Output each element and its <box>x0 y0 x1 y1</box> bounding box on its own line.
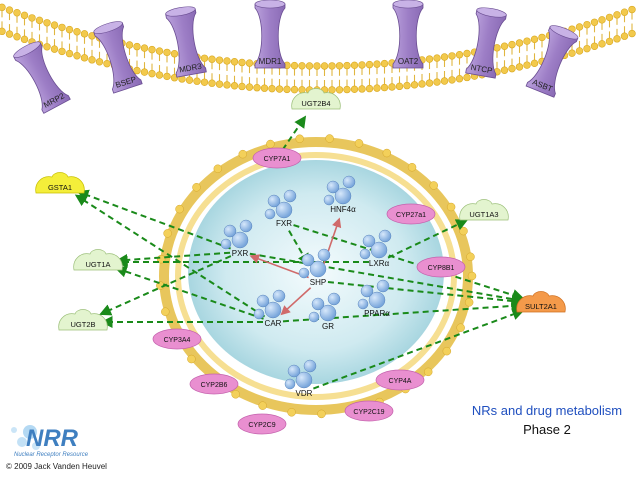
phase2-sult2a1: SULT2A1 <box>516 291 566 313</box>
caption-title: NRs and drug metabolism <box>471 403 623 418</box>
transporter-asbt: ASBT <box>525 25 579 98</box>
enzyme-cyp8b1: CYP8B1 <box>416 256 466 278</box>
enzyme-cyp7a1: CYP7A1 <box>252 147 302 169</box>
arrow-LXRα-UGT1A3 <box>387 219 469 259</box>
node-label: GSTA1 <box>48 183 72 192</box>
transporter-label: NTCP <box>470 63 493 76</box>
arrow-CAR-GSTA1 <box>74 194 266 318</box>
node-label: CYP8B1 <box>428 265 455 272</box>
node-label: UGT1A3 <box>469 210 498 219</box>
node-label: LXRα <box>369 259 390 268</box>
node-label: CYP2C9 <box>248 422 275 429</box>
transporter-oat2: OAT2 <box>392 0 424 69</box>
phase2-gsta1: GSTA1 <box>35 172 85 194</box>
logo-subtext: Nuclear Receptor Resource <box>14 452 89 458</box>
node-label: VDR <box>296 389 313 398</box>
node-label: CYP2B6 <box>201 382 228 389</box>
node-label: CYP4A <box>389 378 412 385</box>
phase2-ugt2b4: UGT2B4 <box>291 88 341 110</box>
phase2-ugt1a3: UGT1A3 <box>459 199 509 221</box>
arrow-PXR-UGT1A <box>115 251 231 266</box>
transporter-label: OAT2 <box>398 57 419 66</box>
enzyme-cyp2b6: CYP2B6 <box>189 373 239 395</box>
arrow-CYP7A1-UGT2B4 <box>281 115 307 151</box>
arrow-CAR-UGT1A <box>114 265 264 320</box>
node-label: CAR <box>265 319 282 328</box>
transporter-bsep: BSEP <box>93 21 143 94</box>
node-label: CYP7A1 <box>264 156 291 163</box>
transporter-mdr3: MDR3 <box>165 6 207 78</box>
node-label: GR <box>322 322 334 331</box>
transporter-ntcp: NTCP <box>465 7 507 79</box>
node-label: UGT2B <box>70 320 95 329</box>
nrr-logo: NRR Nuclear Receptor Resource <box>11 425 89 458</box>
receptor-car: CAR <box>253 289 286 328</box>
node-label: SHP <box>310 278 326 287</box>
copyright: © 2009 Jack Vanden Heuvel <box>6 462 107 471</box>
arrow-PXR-SULT2A1 <box>249 252 524 305</box>
inhibit-SHP-HNF4α <box>320 217 342 272</box>
node-label: CYP3A4 <box>164 337 191 344</box>
cell-membrane <box>0 3 636 94</box>
receptor-fxr: FXR <box>264 189 297 228</box>
node-label: PXR <box>232 249 249 258</box>
node-label: UGT1A <box>85 260 110 269</box>
node-label: HNF4α <box>330 205 356 214</box>
inhibit-SHP-CAR <box>280 287 312 316</box>
enzyme-cyp3a4: CYP3A4 <box>152 328 202 350</box>
node-label: UGT2B4 <box>301 99 330 108</box>
caption-subtitle: Phase 2 <box>523 422 571 437</box>
transporter-mdr1: MDR1 <box>254 0 286 69</box>
phase2-ugt1a: UGT1A <box>73 249 123 271</box>
enzyme-cyp4a: CYP4A <box>375 369 425 391</box>
arrow-PXR-UGT2B <box>99 255 232 316</box>
receptor-lxrα: LXRα <box>359 229 392 268</box>
receptor-gr: GR <box>308 292 341 331</box>
node-label: FXR <box>276 219 292 228</box>
node-label: CYP27a1 <box>396 212 426 219</box>
node-label: PPARα <box>364 309 390 318</box>
enzyme-cyp27a1: CYP27a1 <box>386 203 436 225</box>
transporter-label: MDR3 <box>178 62 202 75</box>
node-label: CYP2C19 <box>353 409 384 416</box>
receptor-shp: SHP <box>298 248 331 287</box>
receptor-pxr: PXR <box>220 219 253 258</box>
enzyme-cyp2c19: CYP2C19 <box>344 400 394 422</box>
enzyme-cyp2c9: CYP2C9 <box>237 413 287 435</box>
node-label: SULT2A1 <box>525 302 557 311</box>
receptor-pparα: PPARα <box>357 279 390 318</box>
logo-text: NRR <box>26 425 79 452</box>
arrow-VDR-SULT2A1 <box>313 308 525 390</box>
arrow-PXR-GSTA1 <box>76 189 231 250</box>
receptor-vdr: VDR <box>284 359 317 398</box>
arrow-SHP-SULT2A1 <box>327 281 524 307</box>
transporter-label: MDR1 <box>259 57 282 66</box>
phase2-ugt2b: UGT2B <box>58 309 108 331</box>
receptor-hnf4α: HNF4α <box>323 175 356 214</box>
